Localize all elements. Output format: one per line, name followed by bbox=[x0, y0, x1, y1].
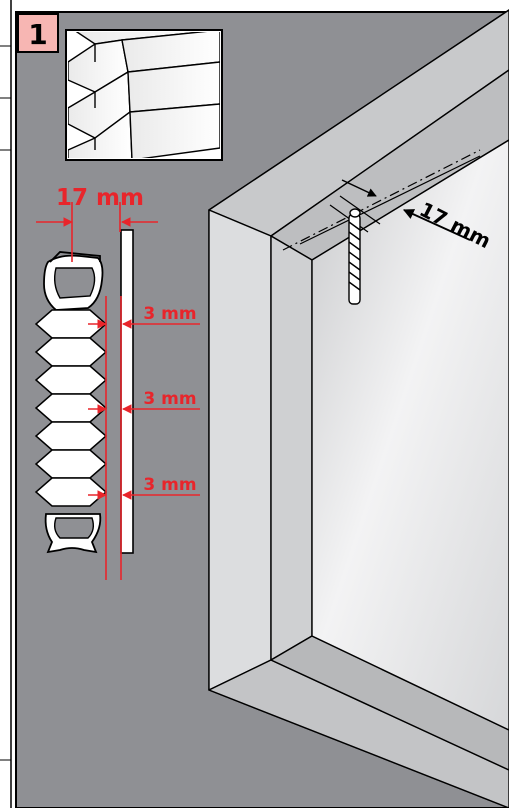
dimension-lines bbox=[36, 202, 200, 580]
step-number: 1 bbox=[28, 18, 47, 51]
left-margin-strip bbox=[0, 0, 12, 808]
gap-label-1: 3 mm bbox=[143, 304, 196, 324]
window-frame-icon bbox=[208, 9, 509, 808]
honeycomb-blind-detail-icon bbox=[65, 29, 223, 161]
drill-gap-arrow bbox=[341, 179, 377, 197]
step-badge: 1 bbox=[17, 13, 59, 53]
width-label: 17 mm bbox=[56, 185, 144, 211]
drill-bit-icon bbox=[348, 208, 361, 305]
gap-label-2: 3 mm bbox=[143, 389, 196, 409]
pleated-blind-profile-icon bbox=[34, 229, 134, 554]
gap-label-3: 3 mm bbox=[143, 475, 196, 495]
offset-arrow bbox=[403, 209, 471, 241]
